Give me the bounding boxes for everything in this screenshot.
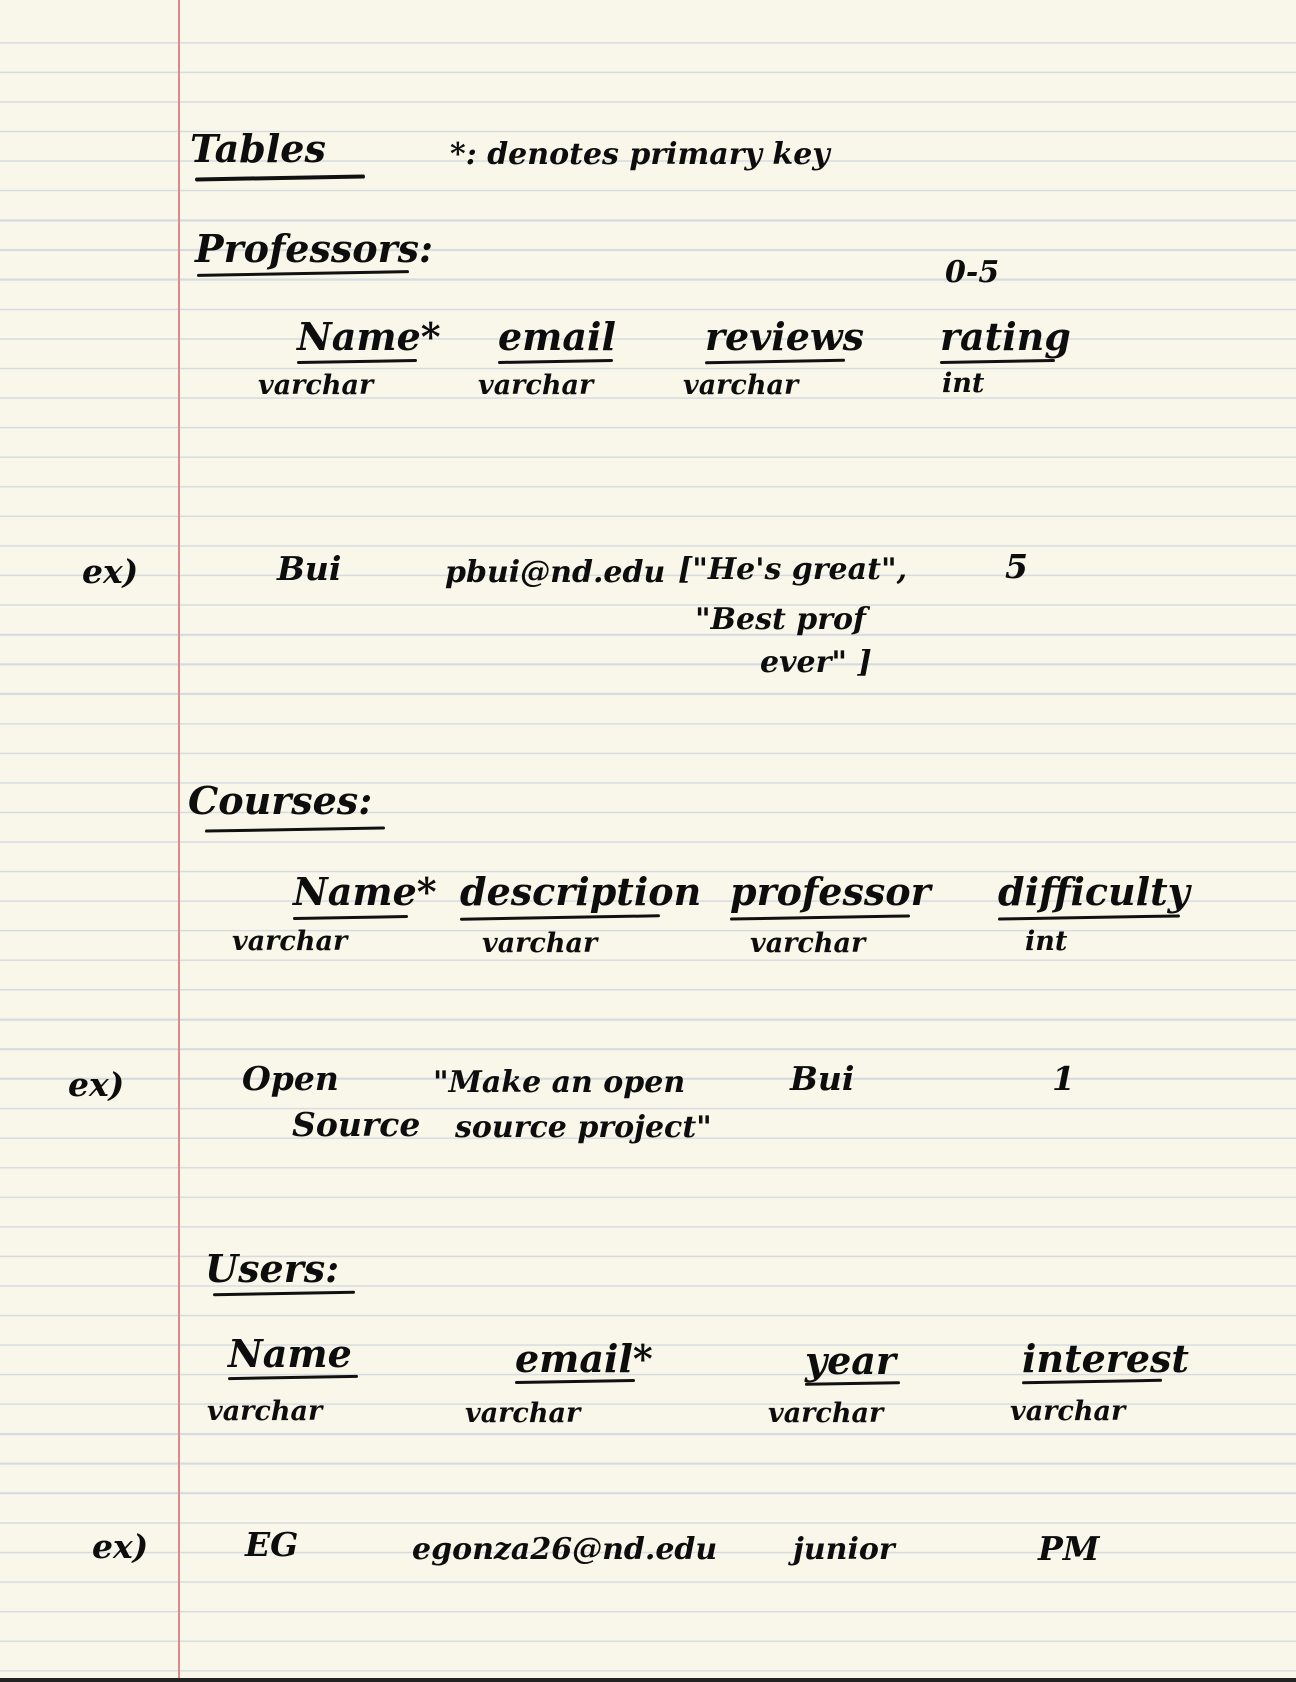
users-example-interest: PM [1038,1529,1100,1568]
courses-type-name: varchar [232,926,348,957]
users-heading-underline [212,1290,356,1297]
courses-heading-underline [204,826,386,833]
users-col-name: Name [228,1331,352,1376]
users-example-label: ex) [92,1527,149,1566]
professors-type-rating: int [942,368,985,399]
users-col-interest: interest [1022,1336,1189,1381]
courses-example-name-line1: Open [242,1059,339,1098]
professors-type-reviews: varchar [683,370,799,401]
col-underline [497,358,614,365]
professors-example-rating: 5 [1005,547,1028,586]
col-underline [729,914,911,921]
rating-range: 0-5 [945,255,1000,290]
professors-heading-underline [196,270,410,277]
users-example-email: egonza26@nd.edu [412,1532,718,1567]
col-underline [459,914,661,921]
users-type-year: varchar [768,1398,884,1429]
col-underline [804,1381,901,1386]
courses-col-professor: professor [730,869,931,914]
professors-example-name: Bui [277,549,342,588]
courses-col-name: Name* [293,869,437,914]
col-underline [296,358,418,365]
page-bottom-edge [0,1678,1296,1682]
courses-example-difficulty: 1 [1052,1059,1075,1098]
users-col-email: email* [515,1336,653,1381]
courses-type-description: varchar [482,928,598,959]
professors-col-rating: rating [940,314,1071,359]
courses-example-professor: Bui [790,1059,855,1098]
professors-example-reviews-line3: ever" ] [760,645,872,680]
courses-example-name-line2: Source [292,1105,421,1144]
courses-col-description: description [460,869,702,914]
users-type-name: varchar [207,1396,323,1427]
col-underline [939,358,1056,365]
professors-col-email: email [498,314,616,359]
col-underline [997,914,1181,921]
col-underline [292,914,409,921]
margin-line [178,0,180,1682]
col-underline [704,358,846,365]
courses-example-label: ex) [68,1065,125,1104]
users-heading: Users: [205,1246,340,1291]
professors-col-reviews: reviews [705,314,864,359]
courses-example-description-line1: "Make an open [433,1065,686,1100]
users-col-year: year [805,1338,896,1383]
courses-example-description-line2: source project" [455,1110,712,1145]
courses-type-difficulty: int [1025,926,1068,957]
users-type-interest: varchar [1010,1396,1126,1427]
users-example-name: EG [245,1525,299,1564]
professors-example-label: ex) [82,552,139,591]
title-underline [194,174,366,182]
professors-type-email: varchar [478,370,594,401]
professors-example-reviews-line2: "Best prof [695,602,866,637]
users-example-year: junior [793,1532,895,1567]
courses-col-difficulty: difficulty [998,869,1190,914]
professors-heading: Professors: [195,226,434,271]
professors-col-name: Name* [297,314,441,359]
primary-key-legend: *: denotes primary key [450,137,830,172]
courses-heading: Courses: [188,778,373,823]
professors-example-reviews-line1: ["He's great", [678,552,908,587]
users-type-email: varchar [465,1398,581,1429]
professors-example-email: pbui@nd.edu [445,555,666,590]
professors-type-name: varchar [258,370,374,401]
courses-type-professor: varchar [750,928,866,959]
page-title: Tables [190,126,326,171]
